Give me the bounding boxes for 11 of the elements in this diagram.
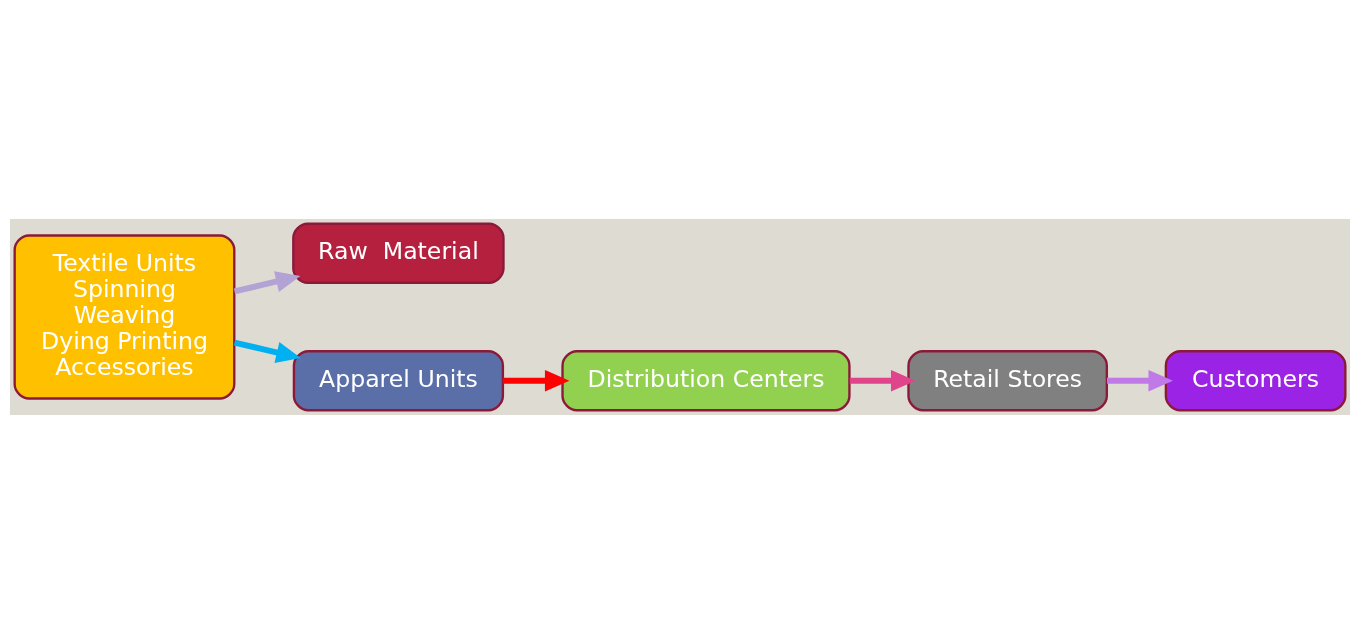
node-box: Distribution Centers [561, 349, 851, 411]
node-box: Customers [1164, 349, 1347, 411]
arrow [233, 270, 301, 294]
arrow [849, 369, 916, 391]
node-box: Raw Material [292, 222, 505, 284]
arrow [1106, 369, 1173, 391]
node-box: Textile Units Spinning Weaving Dying Printing Accessories [13, 233, 236, 400]
arrow [233, 339, 301, 363]
node-box: Retail Stores [907, 349, 1108, 411]
node-box: Apparel Units [292, 349, 505, 411]
arrow [502, 369, 570, 391]
